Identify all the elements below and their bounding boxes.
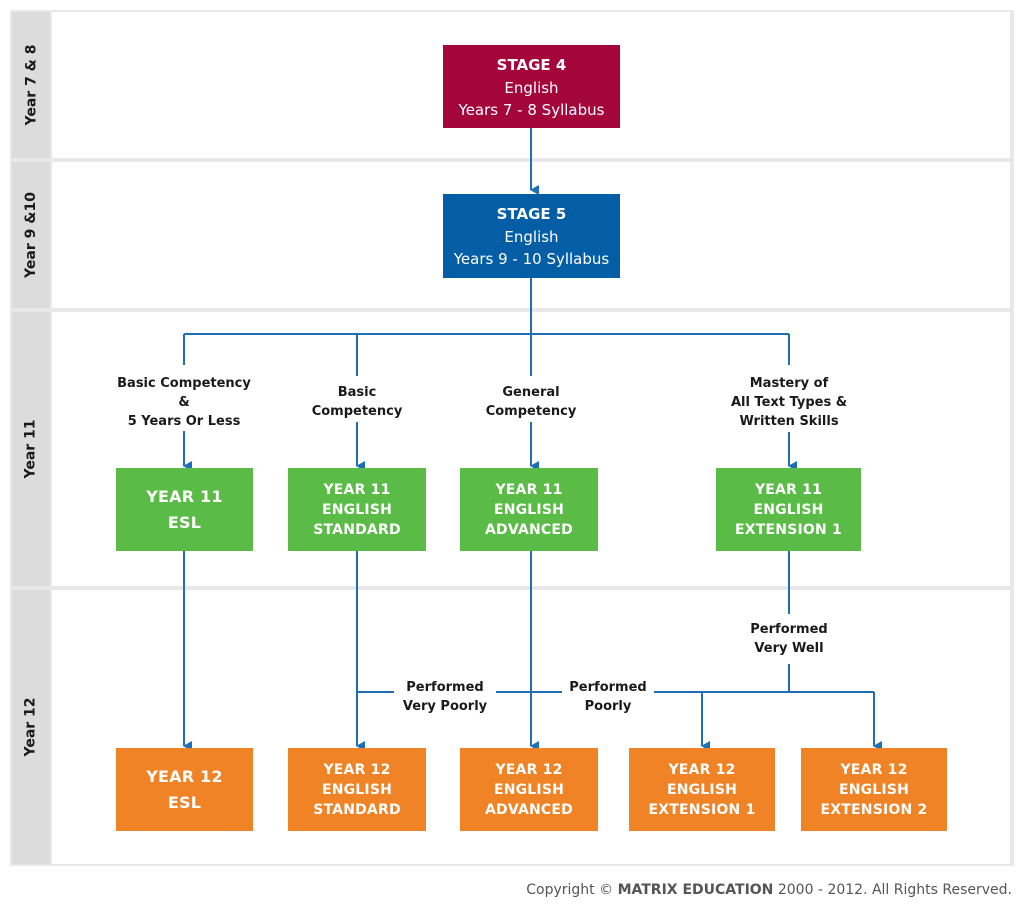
row-label-bg [12, 312, 50, 586]
criteria-label-standard: Basic Competency [297, 383, 417, 421]
criteria-label-extension: Mastery of All Text Types & Written Skil… [719, 374, 859, 431]
stage-5-box: STAGE 5 English Years 9 - 10 Syllabus [443, 194, 620, 278]
row-label-bg [12, 12, 50, 158]
year-11-english-extension-1-box: YEAR 11 ENGLISH EXTENSION 1 [716, 468, 861, 551]
year-12-esl-box: YEAR 12 ESL [116, 748, 253, 831]
stage-4-box: STAGE 4 English Years 7 - 8 Syllabus [443, 45, 620, 128]
row-label-bg [12, 590, 50, 864]
year-11-english-standard-box: YEAR 11 ENGLISH STANDARD [288, 468, 426, 551]
year-12-english-standard-box: YEAR 12 ENGLISH STANDARD [288, 748, 426, 831]
transition-label-poorly: Performed Poorly [562, 678, 654, 716]
transition-label-very-well: Performed Very Well [739, 620, 839, 658]
year-12-english-extension-1-box: YEAR 12 ENGLISH EXTENSION 1 [629, 748, 775, 831]
criteria-label-advanced: General Competency [471, 383, 591, 421]
year-12-english-advanced-box: YEAR 12 ENGLISH ADVANCED [460, 748, 598, 831]
year-11-english-advanced-box: YEAR 11 ENGLISH ADVANCED [460, 468, 598, 551]
transition-label-very-poorly: Performed Very Poorly [394, 678, 496, 716]
criteria-label-esl: Basic Competency & 5 Years Or Less [104, 374, 264, 431]
year-12-english-extension-2-box: YEAR 12 ENGLISH EXTENSION 2 [801, 748, 947, 831]
copyright-notice: Copyright © MATRIX EDUCATION 2000 - 2012… [526, 882, 1012, 898]
row-label-bg [12, 162, 50, 308]
year-11-esl-box: YEAR 11 ESL [116, 468, 253, 551]
